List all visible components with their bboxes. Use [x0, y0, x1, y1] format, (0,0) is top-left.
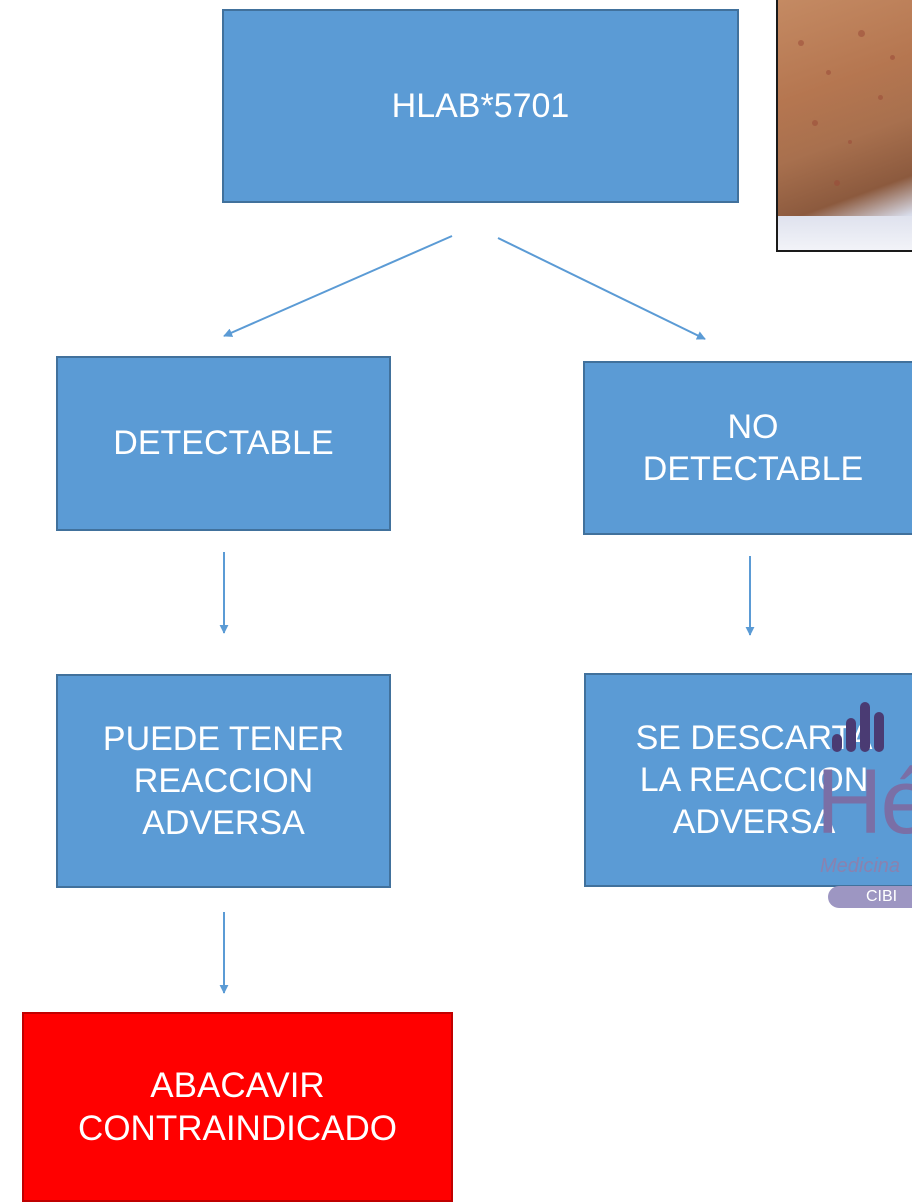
node-detectable-label: DETECTABLE: [113, 424, 334, 463]
arrow-root-to-detectable: [223, 235, 453, 337]
arrow-root-to-no-detectable: [497, 237, 706, 340]
node-puede-tener-reaccion: PUEDE TENER REACCION ADVERSA: [56, 674, 391, 888]
node-no-detectable-label: NO DETECTABLE: [642, 407, 864, 488]
node-no-detectable: NO DETECTABLE: [583, 361, 912, 535]
node-se-descarta-reaccion-label: SE DESCARTA LA REACCION ADVERSA: [635, 718, 873, 842]
node-abacavir-contraindicado: ABACAVIR CONTRAINDICADO: [22, 1012, 453, 1202]
node-detectable: DETECTABLE: [56, 356, 391, 531]
node-abacavir-contraindicado-label: ABACAVIR CONTRAINDICADO: [78, 1065, 397, 1148]
node-hlab5701-label: HLAB*5701: [391, 86, 570, 125]
patient-skin-rash-photo: [776, 0, 912, 252]
node-se-descarta-reaccion: SE DESCARTA LA REACCION ADVERSA: [584, 673, 912, 887]
logo-bars-icon: [824, 702, 912, 752]
node-hlab5701: HLAB*5701: [222, 9, 739, 203]
logo-subtitle: Medicina: [820, 855, 901, 877]
hospital-logo: Hé Medicina CIBI: [800, 690, 912, 1183]
node-puede-tener-reaccion-label: PUEDE TENER REACCION ADVERSA: [102, 719, 345, 843]
logo-badge: CIBI: [828, 886, 912, 908]
logo-wordmark: Hé: [816, 751, 912, 853]
